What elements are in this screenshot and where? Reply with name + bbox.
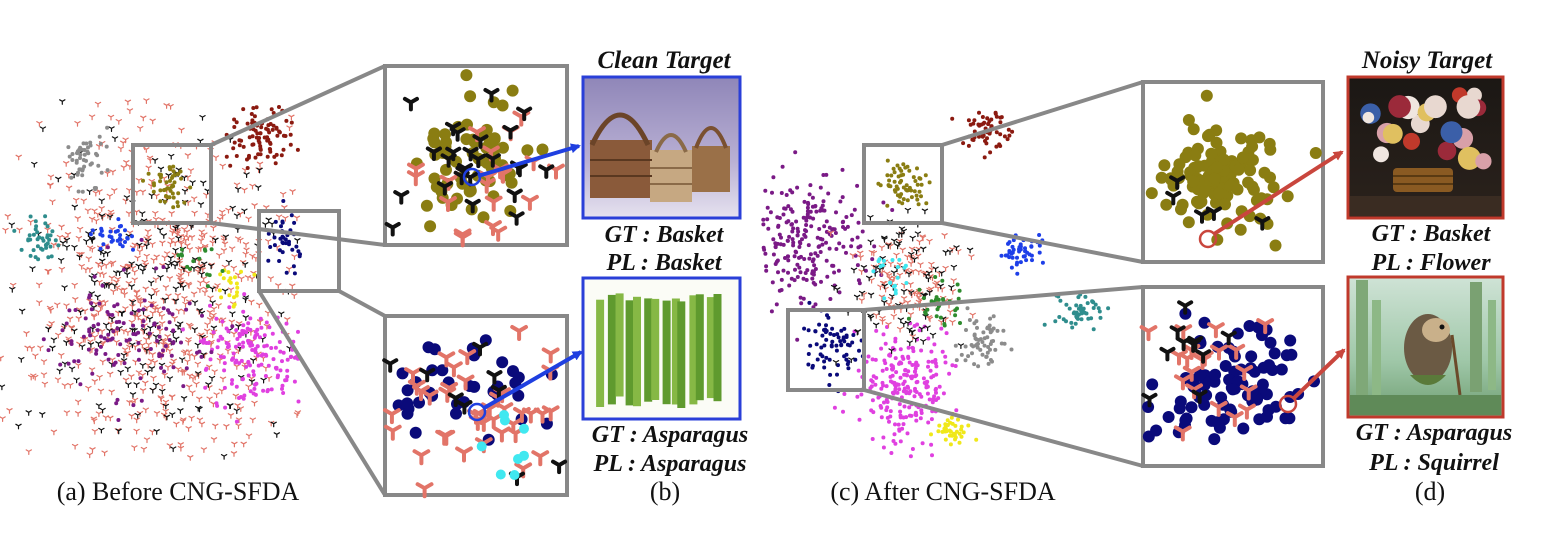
zoom-box-a-top bbox=[383, 64, 581, 248]
arrow-a-bottom bbox=[483, 350, 583, 410]
zoom-selection-a-bottom bbox=[257, 209, 387, 497]
caption-b: (b) bbox=[650, 477, 680, 506]
clean-pl-label-2: PL : Asparagus bbox=[593, 451, 747, 477]
noisy-pl-label-2: PL : Squirrel bbox=[1368, 450, 1499, 476]
arrow-c-top bbox=[1212, 150, 1344, 236]
arrow-c-bottom bbox=[1292, 348, 1346, 400]
tsne-scatter-after bbox=[761, 110, 1111, 459]
flower-basket-painting-icon bbox=[1346, 75, 1505, 220]
zoom-box-c-bottom bbox=[1139, 285, 1346, 468]
zoom-box-c-top bbox=[1141, 80, 1344, 264]
zoom-selection-c-bottom bbox=[786, 285, 1144, 468]
basket-image-icon bbox=[581, 75, 742, 220]
zoom-selection-c-top bbox=[862, 80, 1144, 264]
clean-gt-label: GT : Basket bbox=[605, 222, 725, 248]
zoom-box-a-bottom bbox=[382, 314, 583, 499]
sample-ring-c-top bbox=[1198, 229, 1218, 249]
noisy-target-title: Noisy Target bbox=[1361, 47, 1493, 74]
clean-gt-label-2: GT : Asparagus bbox=[592, 422, 748, 448]
noisy-pl-label: PL : Flower bbox=[1370, 250, 1491, 276]
sample-ring-c-bottom bbox=[1278, 394, 1298, 414]
caption-c: (c) After CNG-SFDA bbox=[830, 477, 1056, 506]
tsne-scatter-before bbox=[0, 98, 302, 461]
caption-d: (d) bbox=[1415, 477, 1445, 506]
arrow-a-top bbox=[477, 143, 581, 178]
noisy-gt-label: GT : Basket bbox=[1372, 221, 1492, 247]
noisy-gt-label-2: GT : Asparagus bbox=[1356, 420, 1512, 446]
hedgehog-asparagus-painting-icon bbox=[1346, 275, 1505, 419]
zoom-selection-a-top bbox=[131, 64, 386, 247]
asparagus-image-icon bbox=[581, 276, 742, 421]
sample-ring-a-bottom bbox=[467, 402, 487, 422]
caption-a: (a) Before CNG-SFDA bbox=[57, 477, 300, 506]
clean-pl-label: PL : Basket bbox=[605, 250, 722, 276]
clean-target-title: Clean Target bbox=[597, 47, 731, 74]
